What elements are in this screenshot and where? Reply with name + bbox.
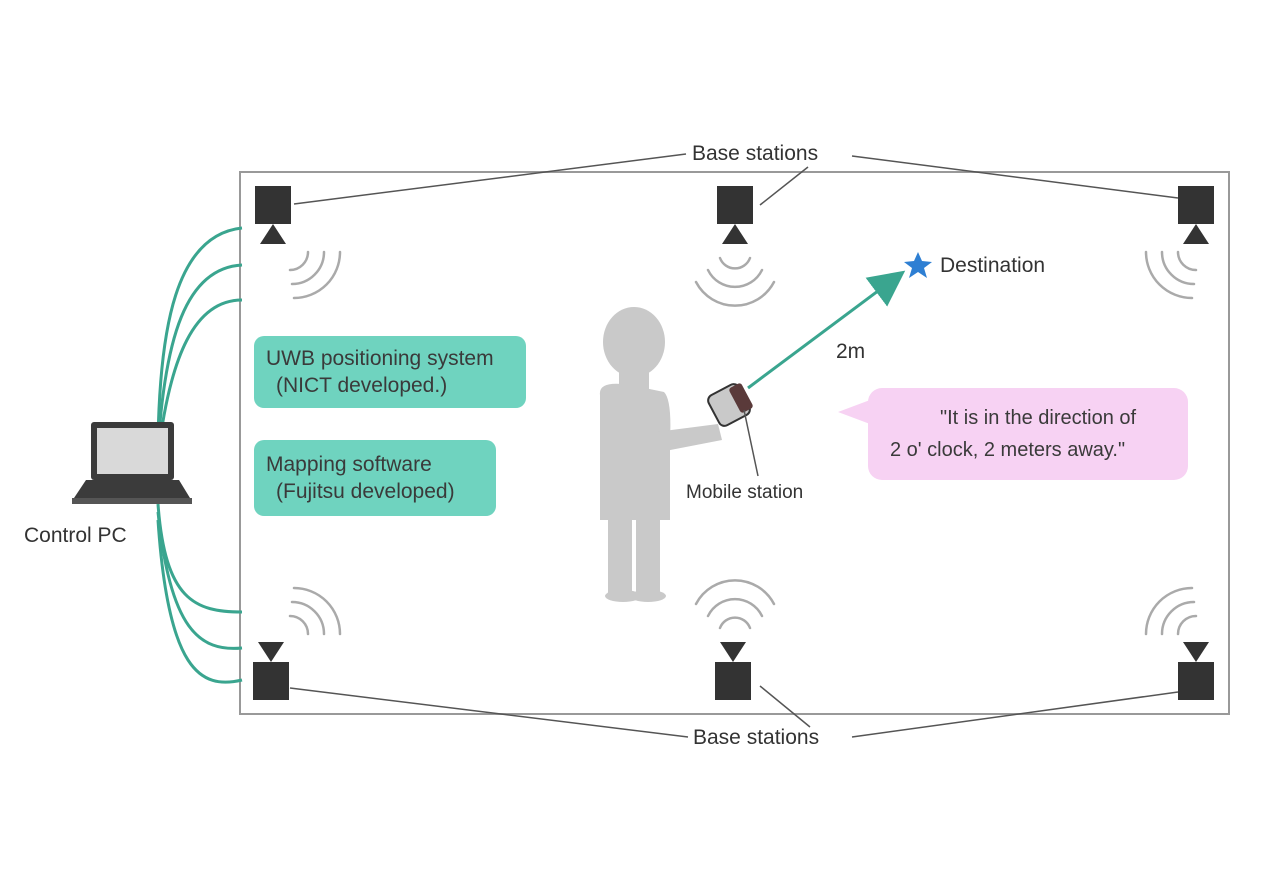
base-station-top-center	[717, 186, 753, 244]
base-stations-label-top: Base stations	[692, 142, 819, 165]
signal-waves-top-left	[288, 250, 342, 300]
mobile-station-device	[707, 383, 753, 427]
base-station-leader-lines-top	[293, 153, 1179, 206]
signal-waves-bottom-left	[288, 586, 342, 636]
signal-waves-top-right	[1144, 250, 1198, 300]
base-station-top-right	[1178, 186, 1214, 244]
control-pc-label: Control PC	[24, 524, 127, 547]
uwb-box-line-2: (NICT developed.)	[276, 374, 448, 397]
base-stations-label-bottom: Base stations	[693, 726, 820, 749]
base-station-leader-lines-bottom	[289, 685, 1179, 738]
direction-arrow	[747, 270, 906, 390]
signal-waves-top-center	[694, 256, 776, 307]
laptop-icon	[72, 422, 192, 504]
mapping-software-box: Mapping software (Fujitsu developed)	[254, 440, 496, 516]
star-icon	[904, 252, 932, 278]
base-station-bottom-center	[715, 642, 751, 700]
control-pc-cables	[156, 226, 243, 684]
person-icon	[599, 307, 722, 602]
distance-label: 2m	[836, 340, 866, 363]
destination-label: Destination	[940, 254, 1046, 277]
speech-line-1: "It is in the direction of	[940, 407, 1137, 429]
speech-bubble: "It is in the direction of 2 o' clock, 2…	[868, 388, 1188, 480]
speech-line-2: 2 o' clock, 2 meters away."	[890, 439, 1126, 461]
base-station-top-left	[255, 186, 291, 244]
mapping-box-line-2: (Fujitsu developed)	[276, 480, 455, 503]
uwb-box-line-1: UWB positioning system	[266, 347, 494, 370]
speech-bubble-tail	[838, 400, 870, 424]
mapping-box-line-1: Mapping software	[266, 453, 432, 476]
mobile-station-label: Mobile station	[686, 482, 804, 503]
signal-waves-bottom-right	[1144, 586, 1198, 636]
base-station-bottom-right	[1178, 642, 1214, 700]
signal-waves-bottom-center	[694, 579, 776, 630]
uwb-positioning-box: UWB positioning system (NICT developed.)	[254, 336, 526, 408]
room-border	[239, 171, 1230, 715]
mobile-station-leader-line	[743, 409, 759, 477]
base-station-bottom-left	[253, 642, 289, 700]
